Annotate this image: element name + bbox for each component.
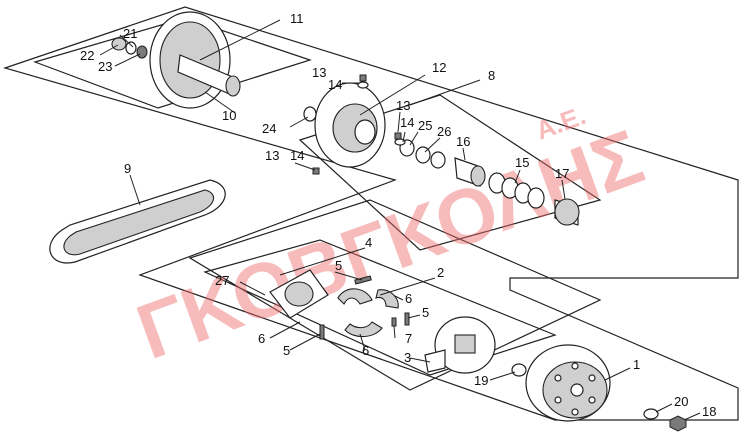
clutch-plate: [269, 269, 329, 319]
spring-5-a: [354, 275, 372, 285]
seal-17: [554, 198, 580, 226]
spring-5-c: [404, 312, 410, 326]
pin-13-low: [312, 167, 320, 175]
spring-5-b: [319, 324, 325, 340]
spring-7: [391, 317, 397, 327]
callout-22: 22: [80, 48, 94, 63]
callout-5-right: 5: [422, 305, 429, 320]
callout-14-top: 14: [328, 77, 342, 92]
callout-1: 1: [633, 357, 640, 372]
drive-plate: [424, 316, 496, 374]
callout-6-left: 6: [258, 331, 265, 346]
callout-7: 7: [405, 331, 412, 346]
callout-21: 21: [123, 26, 137, 41]
callout-3: 3: [404, 350, 411, 365]
callout-2: 2: [437, 265, 444, 280]
drive-belt: [49, 179, 226, 264]
moveable-pulley-face: [314, 82, 386, 168]
callout-18: 18: [702, 404, 716, 419]
nut-18: [669, 415, 687, 432]
frame-driven-pulley: [298, 94, 602, 251]
callout-labels: 11 21 22 23 10 13 14 12 8 24 13 14 25 26…: [80, 11, 716, 419]
callout-20: 20: [674, 394, 688, 409]
callout-6-bottom: 6: [362, 343, 369, 358]
callout-12: 12: [432, 60, 446, 75]
callout-6-right: 6: [405, 291, 412, 306]
callout-27: 27: [215, 273, 229, 288]
washer-19: [511, 363, 527, 377]
callout-13-top: 13: [312, 65, 326, 80]
callout-5-top: 5: [335, 258, 342, 273]
washer-20: [643, 408, 659, 420]
callout-10: 10: [222, 108, 236, 123]
frame-main-assembly: [2, 6, 739, 421]
guide-collar: [454, 157, 486, 187]
callout-23: 23: [98, 59, 112, 74]
callout-16: 16: [456, 134, 470, 149]
oring-24: [303, 106, 317, 122]
callout-9: 9: [124, 161, 131, 176]
frame-clutch-inner: [203, 239, 557, 376]
callout-15: 15: [515, 155, 529, 170]
callout-8: 8: [488, 68, 495, 83]
washer-14-mid: [394, 138, 406, 146]
pin-13-top: [359, 74, 367, 82]
frame-clutch-assembly: [188, 199, 602, 391]
callout-4: 4: [365, 235, 372, 250]
drive-face-assembly: [111, 11, 241, 109]
leader-lines: [99, 19, 701, 421]
callout-14-low: 14: [290, 148, 304, 163]
pin-13-mid: [394, 132, 402, 140]
callout-17: 17: [555, 166, 569, 181]
callout-24: 24: [262, 121, 276, 136]
callout-11: 11: [290, 11, 304, 26]
watermark-text: ΓΚΟΒΓΚΟΛΗΣ: [126, 112, 654, 376]
callout-25: 25: [418, 118, 432, 133]
clutch-bell: [525, 344, 611, 422]
callout-13-mid: 13: [396, 98, 410, 113]
ring-26b: [430, 151, 446, 169]
washer-14-top: [357, 81, 369, 89]
clutch-shoes: [337, 288, 399, 338]
frame-drive-face: [33, 17, 312, 109]
spring-coils: [488, 172, 545, 209]
callout-19: 19: [474, 373, 488, 388]
callout-5-left: 5: [283, 343, 290, 358]
callout-26: 26: [437, 124, 451, 139]
callout-14-mid: 14: [400, 115, 414, 130]
callout-13-low: 13: [265, 148, 279, 163]
